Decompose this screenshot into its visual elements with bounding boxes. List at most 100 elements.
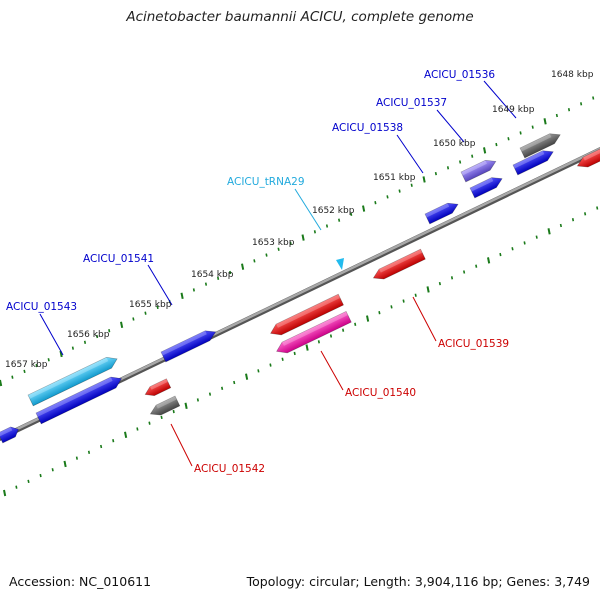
inner-tick [523, 241, 526, 245]
outer-tick-ring [0, 96, 595, 387]
inner-tick [426, 286, 430, 293]
gene-acicu-01541[interactable] [160, 327, 218, 363]
outer-tick [217, 276, 220, 280]
leader-line [294, 188, 322, 231]
leader-line [147, 264, 173, 306]
outer-tick [120, 321, 124, 329]
gene-acicu-01542[interactable] [143, 378, 172, 399]
outer-tick [96, 334, 99, 339]
inner-tick [305, 344, 309, 351]
leader-line [412, 296, 437, 342]
kbp-label-1650: 1650 kbp [433, 139, 476, 149]
inner-tick [160, 415, 163, 420]
gene-blue-edge[interactable] [0, 424, 21, 444]
kbp-label-1655: 1655 kbp [129, 300, 172, 310]
outer-tick [180, 292, 184, 299]
gene-label-acicu-01538[interactable]: ACICU_01538 [332, 122, 403, 134]
inner-tick [51, 468, 54, 472]
inner-tick [547, 228, 551, 235]
outer-tick [313, 230, 316, 234]
inner-tick [414, 293, 417, 297]
outer-tick [301, 234, 305, 241]
gene-label-acicu-01542[interactable]: ACICU_01542 [194, 463, 265, 475]
inner-tick [208, 392, 212, 396]
inner-tick [329, 334, 333, 338]
gene-label-acicu-01543[interactable]: ACICU_01543 [6, 301, 77, 313]
inner-tick [136, 427, 139, 431]
gene-acicu-01539[interactable] [371, 248, 426, 283]
outer-tick [495, 142, 498, 147]
gene-acicu-01540[interactable] [268, 293, 344, 339]
inner-tick [378, 311, 381, 315]
outer-tick [543, 118, 547, 125]
map-title: Acinetobacter baumannii ACICU, complete … [126, 9, 474, 25]
outer-tick [289, 241, 292, 246]
outer-tick [398, 189, 401, 193]
inner-tick [293, 351, 296, 356]
outer-tick [422, 176, 426, 183]
gene-red-edge[interactable] [575, 147, 600, 171]
gene-label-acicu-01540[interactable]: ACICU_01540 [345, 387, 416, 399]
gene-gray-b[interactable] [148, 395, 181, 419]
inner-tick [112, 439, 115, 443]
inner-tick [366, 315, 370, 322]
kbp-label-1649: 1649 kbp [492, 105, 535, 115]
accession-text: Accession: NC_010611 [9, 574, 152, 589]
inner-tick [438, 281, 441, 286]
inner-tick [221, 386, 224, 390]
inner-tick [39, 473, 42, 478]
outer-tick [471, 154, 474, 158]
outer-tick [108, 329, 111, 333]
outer-tick [459, 160, 462, 164]
gene-label-acicu-01541[interactable]: ACICU_01541 [83, 253, 154, 265]
gene-acicu-01537[interactable] [460, 156, 498, 183]
inner-tick [596, 206, 599, 210]
gene-acicu-01536[interactable] [519, 130, 563, 159]
gene-pink[interactable] [274, 310, 352, 356]
outer-tick [204, 282, 208, 286]
gene-label-acicu-trna29[interactable]: ACICU_tRNA29 [227, 176, 305, 188]
leader-line [483, 80, 517, 119]
outer-tick [253, 259, 256, 263]
inner-tick [245, 373, 249, 380]
outer-tick [132, 317, 135, 321]
inner-tick [148, 421, 151, 425]
inner-tick [196, 398, 199, 402]
outer-tick [277, 247, 280, 251]
inner-tick [281, 357, 284, 361]
inner-tick [3, 489, 7, 497]
leader-line [396, 134, 424, 174]
outer-tick [0, 379, 3, 387]
outer-tick [144, 311, 147, 315]
inner-tick-ring [3, 206, 599, 497]
outer-tick [156, 305, 159, 310]
gene-label-acicu-01536[interactable]: ACICU_01536 [424, 69, 495, 81]
gene-features [0, 130, 600, 444]
outer-tick [434, 171, 437, 176]
outer-tick [519, 131, 522, 135]
gene-acicu-01543[interactable] [27, 353, 120, 407]
gene-blue-c[interactable] [35, 373, 124, 425]
outer-tick [567, 108, 571, 112]
label-leader-lines [39, 80, 517, 467]
gene-blue-a[interactable] [512, 147, 556, 176]
inner-tick [571, 218, 575, 222]
outer-tick [386, 195, 389, 199]
gene-label-acicu-01537[interactable]: ACICU_01537 [376, 97, 447, 109]
inner-tick [87, 450, 91, 454]
inner-tick [342, 328, 345, 332]
outer-tick [338, 218, 341, 222]
outer-tick [580, 102, 583, 106]
trna-marker[interactable] [336, 258, 344, 270]
outer-tick [350, 212, 353, 216]
outer-tick [265, 253, 268, 257]
kbp-label-1648: 1648 kbp [551, 70, 594, 80]
inner-tick [100, 444, 103, 449]
gene-label-acicu-01539[interactable]: ACICU_01539 [438, 338, 509, 350]
outer-tick [23, 369, 26, 374]
gene-blue-b[interactable] [469, 174, 505, 199]
inner-tick [269, 363, 272, 367]
gene-acicu-01538[interactable] [424, 199, 460, 225]
